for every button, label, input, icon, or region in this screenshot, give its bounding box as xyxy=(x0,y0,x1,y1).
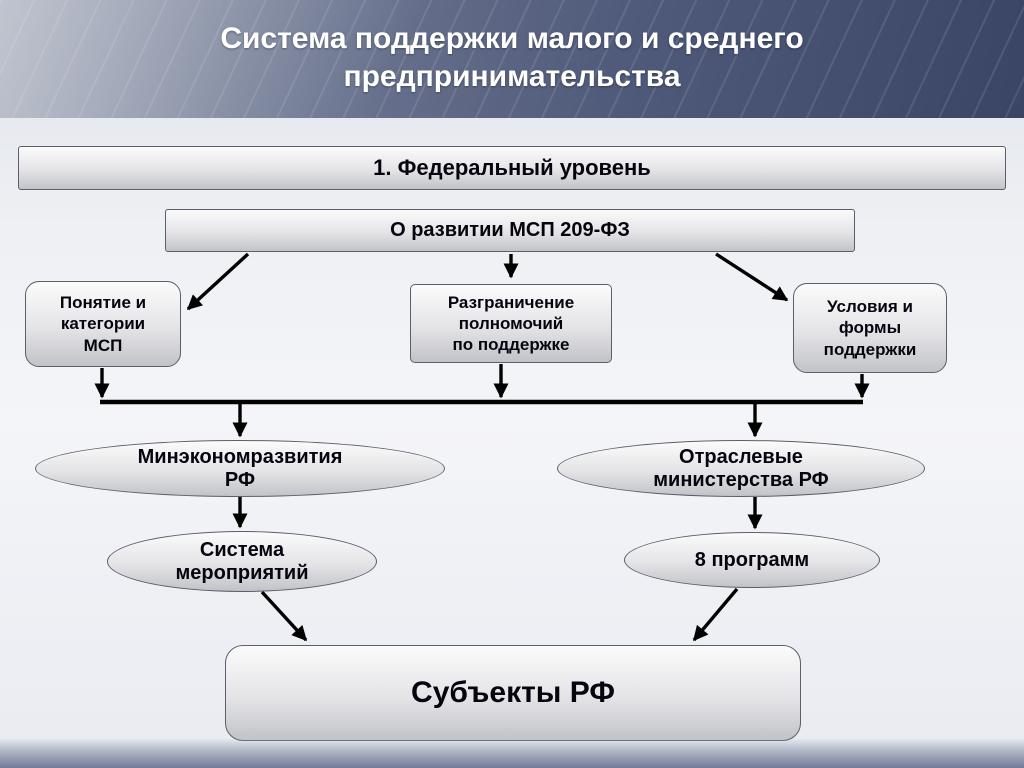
law-box: О развитии МСП 209-ФЗ xyxy=(165,209,855,252)
ministry-econ-ellipse: Минэкономразвития РФ xyxy=(35,440,445,497)
arrow-programs-to-subjects xyxy=(692,587,739,642)
delimitation-box: Разграничение полномочий по поддержке xyxy=(410,284,612,363)
subjects-rf-box: Субъекты РФ xyxy=(225,645,801,741)
programs-label: 8 программ xyxy=(694,548,810,571)
ministry-econ-label: Минэкономразвития РФ xyxy=(137,446,343,491)
measures-system-label: Система мероприятий xyxy=(175,539,309,584)
arrow-law-to-concept xyxy=(186,252,250,311)
federal-level-label: 1. Федеральный уровень xyxy=(373,155,651,180)
header-band: Система поддержки малого и среднего пред… xyxy=(0,0,1024,118)
measures-system-ellipse: Система мероприятий xyxy=(107,531,377,592)
federal-level-banner: 1. Федеральный уровень xyxy=(18,146,1006,190)
slide-title: Система поддержки малого и среднего пред… xyxy=(220,22,804,94)
footer-band xyxy=(0,738,1024,768)
sector-ministries-ellipse: Отраслевые министерства РФ xyxy=(557,440,925,497)
law-label: О развитии МСП 209-ФЗ xyxy=(390,219,630,241)
concept-categories-label: Понятие и категории МСП xyxy=(59,293,147,355)
conditions-forms-label: Условия и формы поддержки xyxy=(823,297,917,359)
subjects-rf-label: Субъекты РФ xyxy=(411,676,615,709)
concept-categories-box: Понятие и категории МСП xyxy=(25,281,181,367)
sector-ministries-label: Отраслевые министерства РФ xyxy=(653,446,829,491)
arrow-law-to-conditions xyxy=(715,252,789,302)
conditions-forms-box: Условия и формы поддержки xyxy=(793,283,947,373)
delimitation-label: Разграничение полномочий по поддержке xyxy=(447,292,575,355)
arrow-measures-to-subjects xyxy=(260,590,308,642)
programs-ellipse: 8 программ xyxy=(624,532,880,588)
